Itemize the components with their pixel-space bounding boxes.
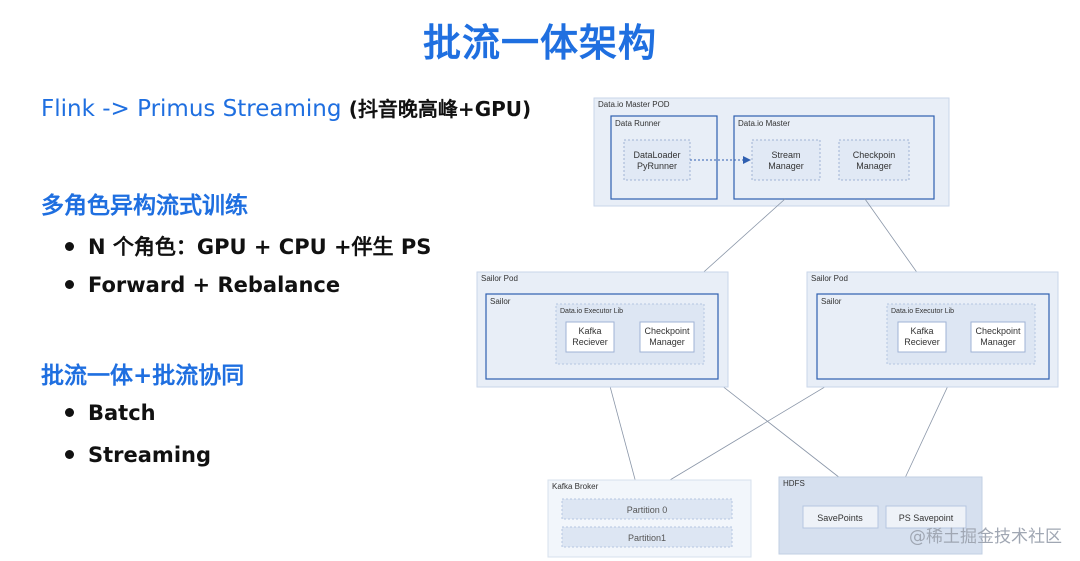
dataloader-node	[623, 139, 691, 181]
svg-text:Manager: Manager	[856, 161, 892, 171]
svg-text:Sailor Pod: Sailor Pod	[481, 274, 518, 283]
stream-manager-node	[751, 139, 821, 181]
master-pod-label: Data.io Master POD	[598, 100, 670, 109]
svg-text:PS Savepoint: PS Savepoint	[899, 513, 954, 523]
section-heading-multirole: 多角色异构流式训练	[41, 193, 248, 219]
svg-text:Reciever: Reciever	[904, 337, 940, 347]
svg-text:Manager: Manager	[980, 337, 1016, 347]
svg-text:HDFS: HDFS	[783, 479, 805, 488]
ps-savepoint-node	[885, 505, 967, 529]
data-runner-box	[610, 115, 718, 200]
checkpoint-manager-node	[970, 321, 1026, 353]
bullet-item: Batch	[65, 401, 156, 425]
svg-text:Reciever: Reciever	[572, 337, 608, 347]
svg-text:Sailor Pod: Sailor Pod	[811, 274, 848, 283]
svg-text:Sailor: Sailor	[821, 297, 842, 306]
bullet-dot-icon	[65, 449, 74, 459]
svg-text:Kafka Broker: Kafka Broker	[552, 482, 599, 491]
hdfs: HDFS SavePoints PS Savepoint	[778, 476, 983, 555]
dataio-master-box	[733, 115, 935, 200]
headline-highlight: Flink -> Primus Streaming	[41, 96, 342, 122]
svg-text:Data.io Executor Lib: Data.io Executor Lib	[560, 308, 623, 315]
partition-node	[561, 526, 733, 548]
svg-text:DataLoader: DataLoader	[633, 150, 680, 160]
kafka-receiver-node	[565, 321, 615, 353]
svg-text:Partition 0: Partition 0	[627, 505, 668, 515]
svg-text:Sailor: Sailor	[490, 297, 511, 306]
master-pod: Data.io Master POD Data Runner DataLoade…	[593, 97, 950, 207]
sailor-pod-right: Sailor Pod Sailor Data.io Executor Lib K…	[806, 271, 1059, 388]
bullet-item: Streaming	[65, 443, 211, 467]
bullet-dot-icon	[65, 407, 74, 417]
svg-text:Kafka: Kafka	[910, 326, 933, 336]
partition-node	[561, 498, 733, 520]
headline-note: (抖音晚高峰+GPU)	[348, 97, 532, 121]
svg-text:SavePoints: SavePoints	[817, 513, 863, 523]
watermark: @稀土掘金技术社区	[909, 527, 1062, 547]
svg-text:Partition1: Partition1	[628, 533, 666, 543]
bullet-item: N 个角色：GPU + CPU +伴生 PS	[65, 231, 431, 261]
kafka-receiver-node	[897, 321, 947, 353]
headline-line: Flink -> Primus Streaming (抖音晚高峰+GPU)	[41, 93, 531, 122]
bullet-dot-icon	[65, 241, 74, 251]
bullet-dot-icon	[65, 279, 74, 289]
bullet-item: Forward + Rebalance	[65, 273, 340, 297]
svg-text:Data.io Executor Lib: Data.io Executor Lib	[891, 308, 954, 315]
svg-text:Checkpoint: Checkpoint	[975, 326, 1021, 336]
kafka-broker: Kafka Broker Partition 0 Partition1	[547, 479, 752, 558]
data-runner-label: Data Runner	[615, 119, 661, 128]
dataio-master-label: Data.io Master	[738, 119, 790, 128]
sailor-pod-left: Sailor Pod Sailor Data.io Executor Lib K…	[476, 271, 729, 388]
svg-text:Checkpoint: Checkpoint	[644, 326, 690, 336]
savepoints-node	[802, 505, 879, 529]
svg-text:Kafka: Kafka	[578, 326, 601, 336]
checkpoint-manager-node	[838, 139, 910, 181]
page-title: 批流一体架构	[422, 21, 657, 65]
section-heading-batch-stream: 批流一体+批流协同	[41, 363, 245, 389]
svg-text:Checkpoin: Checkpoin	[853, 150, 896, 160]
svg-text:Manager: Manager	[649, 337, 685, 347]
svg-text:Stream: Stream	[771, 150, 800, 160]
svg-text:PyRunner: PyRunner	[637, 161, 677, 171]
checkpoint-manager-node	[639, 321, 695, 353]
svg-text:Manager: Manager	[768, 161, 804, 171]
